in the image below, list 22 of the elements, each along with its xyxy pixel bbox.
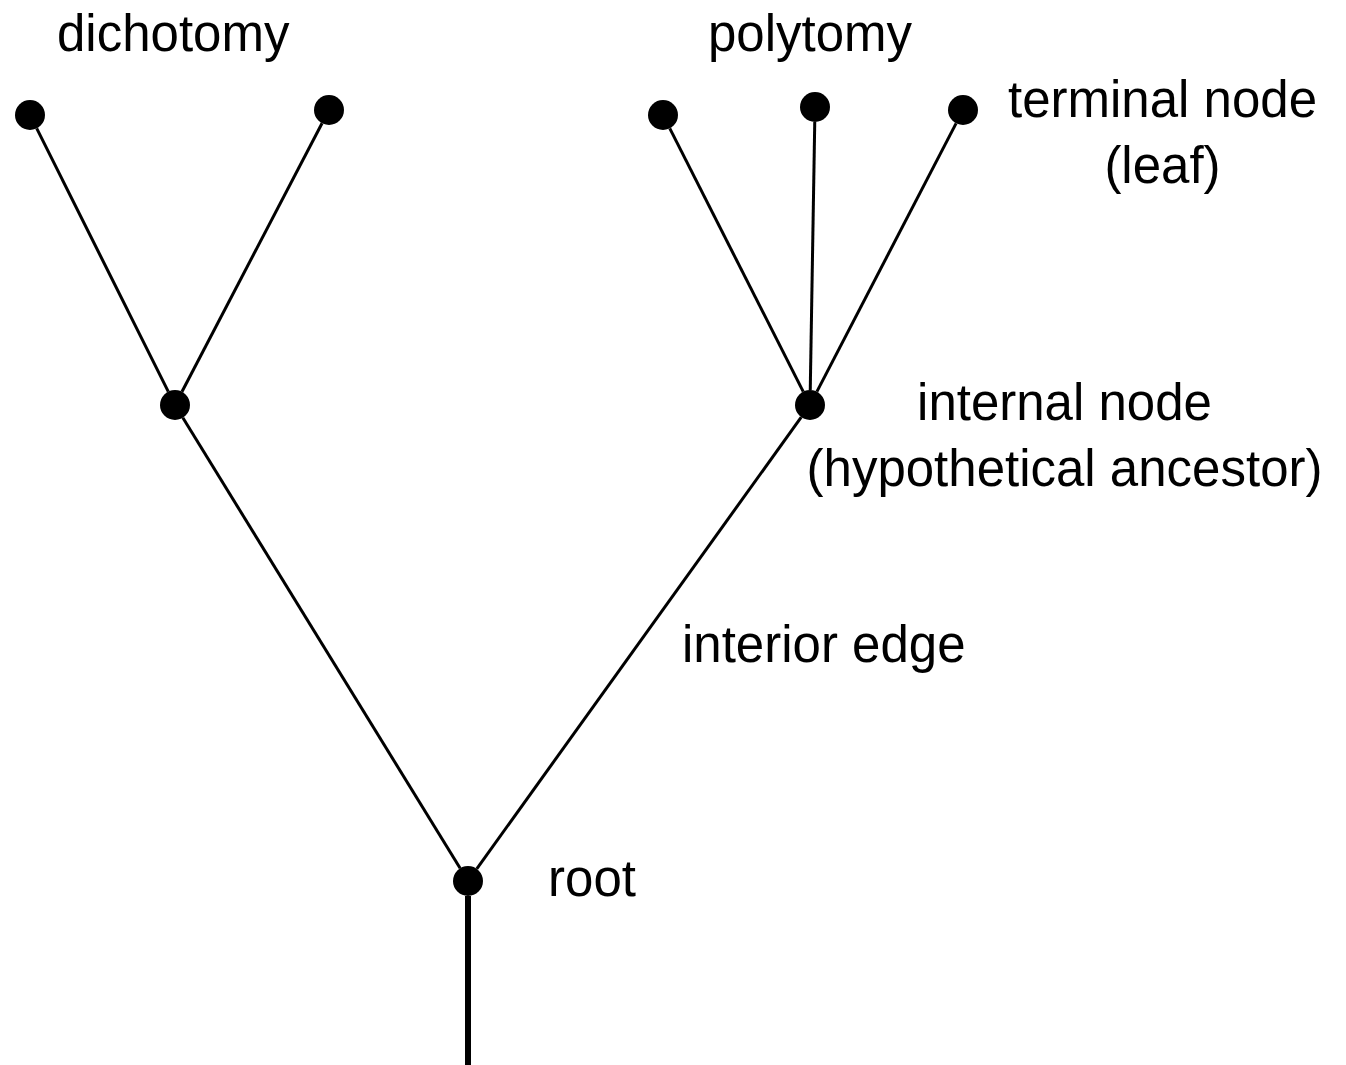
root-branch: [465, 896, 471, 1065]
tree-branch: [181, 417, 462, 869]
tree-branch: [180, 122, 324, 393]
tree-branch: [35, 127, 170, 393]
leaf-node-dot: [800, 92, 830, 122]
leaf-node-dot: [648, 100, 678, 130]
node-annotation: internal node (hypothetical ancestor): [805, 373, 1324, 499]
tree-branch: [808, 121, 817, 391]
tree-branch: [815, 122, 958, 393]
node-annotation: terminal node (leaf): [1007, 70, 1318, 196]
leaf-node-dot: [314, 95, 344, 125]
node-annotation: root: [547, 849, 637, 909]
node-dot: [795, 390, 825, 420]
tree-branch: [668, 127, 805, 393]
tree-part-label: polytomy: [708, 4, 913, 64]
node-dot: [160, 390, 190, 420]
tree-part-label: dichotomy: [57, 4, 290, 64]
leaf-node-dot: [15, 100, 45, 130]
node-dot: [453, 866, 483, 896]
edge-annotation: interior edge: [682, 615, 966, 675]
tree-branch: [475, 416, 803, 870]
leaf-node-dot: [948, 95, 978, 125]
